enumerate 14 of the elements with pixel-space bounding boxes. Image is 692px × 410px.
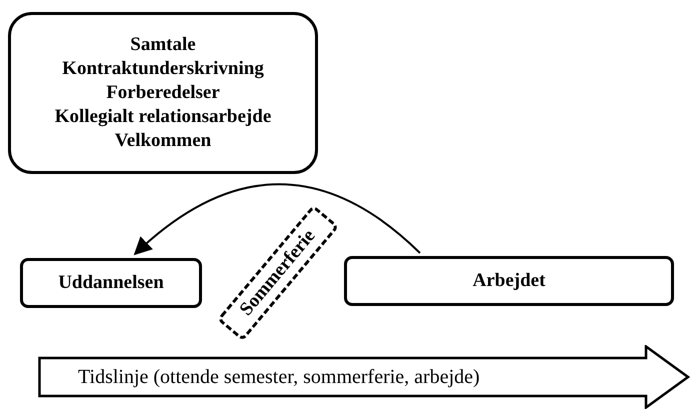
node-label: Kontraktunderskrivning xyxy=(62,57,264,81)
node-label: Tidslinje (ottende semester, sommerferie, arbejde) xyxy=(78,365,480,389)
node-label: Samtale xyxy=(130,33,196,57)
dashed-box xyxy=(216,204,340,342)
node-label: Arbejdet xyxy=(472,269,546,293)
process-box xyxy=(344,256,674,306)
rounded-box xyxy=(8,12,318,174)
node-label: Kollegialt relationsarbejde xyxy=(54,105,272,129)
node-label: Uddannelsen xyxy=(58,271,164,295)
node-label: Velkommen xyxy=(114,129,212,153)
curved-arrow xyxy=(134,183,421,256)
timeline-arrow xyxy=(38,345,690,409)
node-label: Forberedelser xyxy=(106,81,220,105)
process-box xyxy=(20,258,202,308)
